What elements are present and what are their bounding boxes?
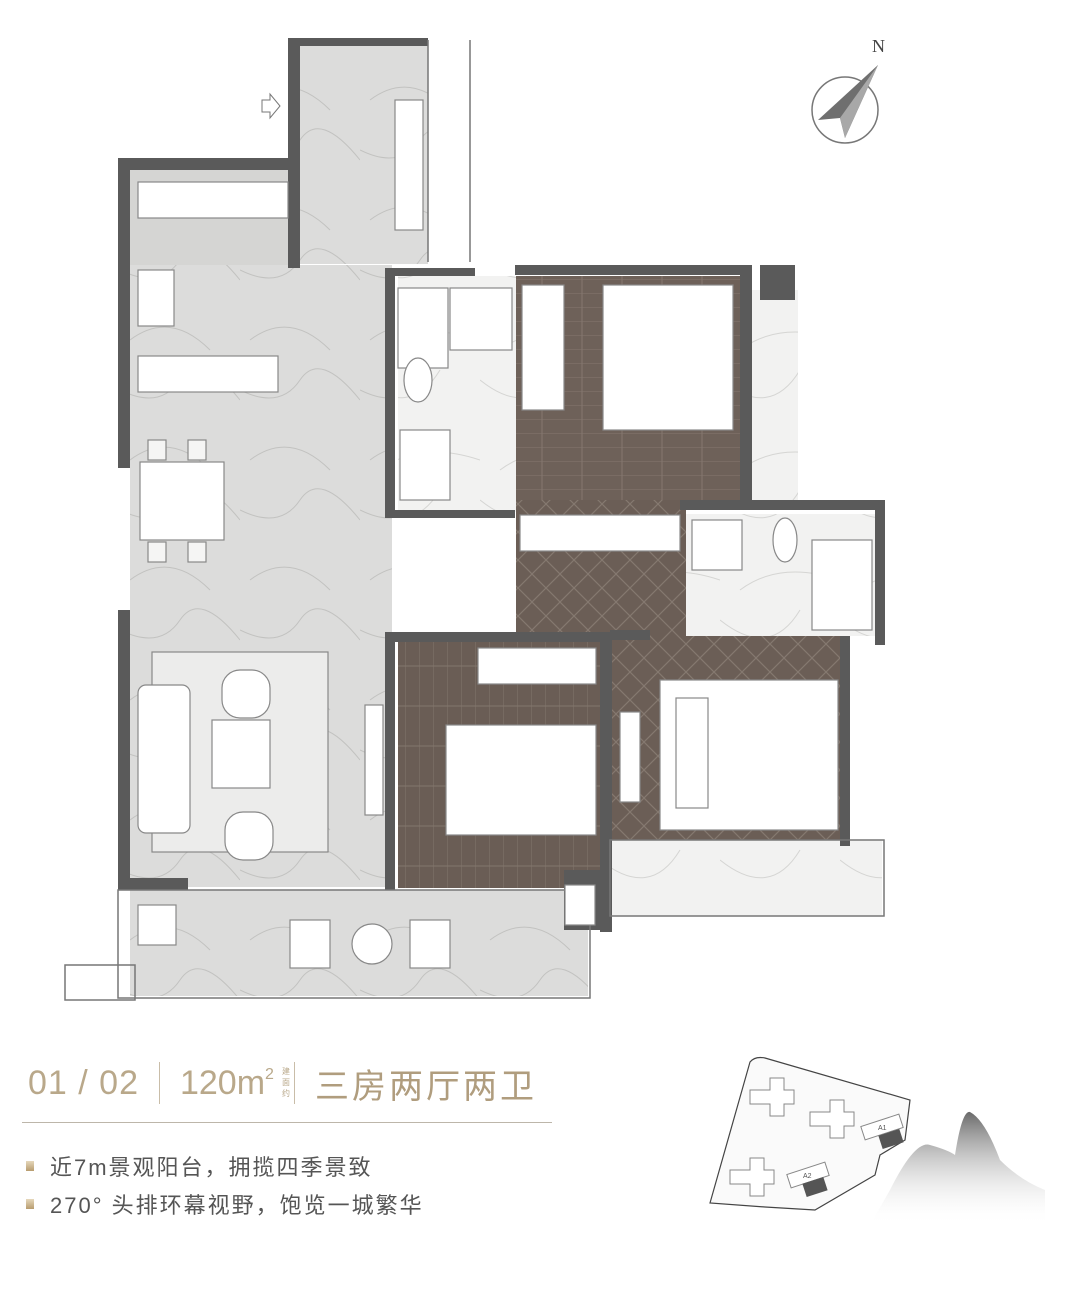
bullet-icon (26, 1199, 34, 1209)
layout-type: 三房两厅两卫 (314, 1067, 537, 1106)
divider-line (22, 1122, 552, 1123)
area-unit: m (236, 1063, 266, 1102)
divider (158, 1062, 160, 1104)
unit-header: 01 / 02 120m2 建面约 三房两厅两卫 (28, 1058, 537, 1108)
entrance-arrow-icon (261, 92, 281, 120)
area-superscript: 2 (265, 1065, 274, 1083)
mountain-graphic (870, 1111, 1045, 1225)
unit-area: 120m2 建面约 (179, 1063, 290, 1103)
feature-item: 近7m景观阳台，拥揽四季景致 (26, 1150, 373, 1182)
building-label-a1: A1 (878, 1125, 887, 1132)
bedroom-balcony (750, 290, 798, 500)
north-compass-icon: N (811, 36, 885, 144)
feature-text: 270° 头排环幕视野，饱览一城繁华 (50, 1193, 424, 1218)
building-label-a2: A2 (803, 1173, 812, 1180)
walls (118, 38, 885, 932)
feature-text: 近7m景观阳台，拥揽四季景致 (50, 1155, 373, 1180)
bullet-icon (26, 1161, 34, 1171)
area-value: 120 (179, 1063, 237, 1102)
floor-plan: N (64, 36, 885, 1001)
divider (293, 1062, 295, 1104)
compass-label: N (872, 36, 885, 56)
furniture (137, 99, 873, 969)
feature-item: 270° 头排环幕视野，饱览一城繁华 (26, 1188, 424, 1220)
bedroom-3-balcony (610, 840, 882, 916)
unit-numbers: 01 / 02 (28, 1063, 139, 1102)
area-label: 建面约 (281, 1066, 290, 1098)
site-plan: A1 A2 (709, 1056, 1045, 1225)
